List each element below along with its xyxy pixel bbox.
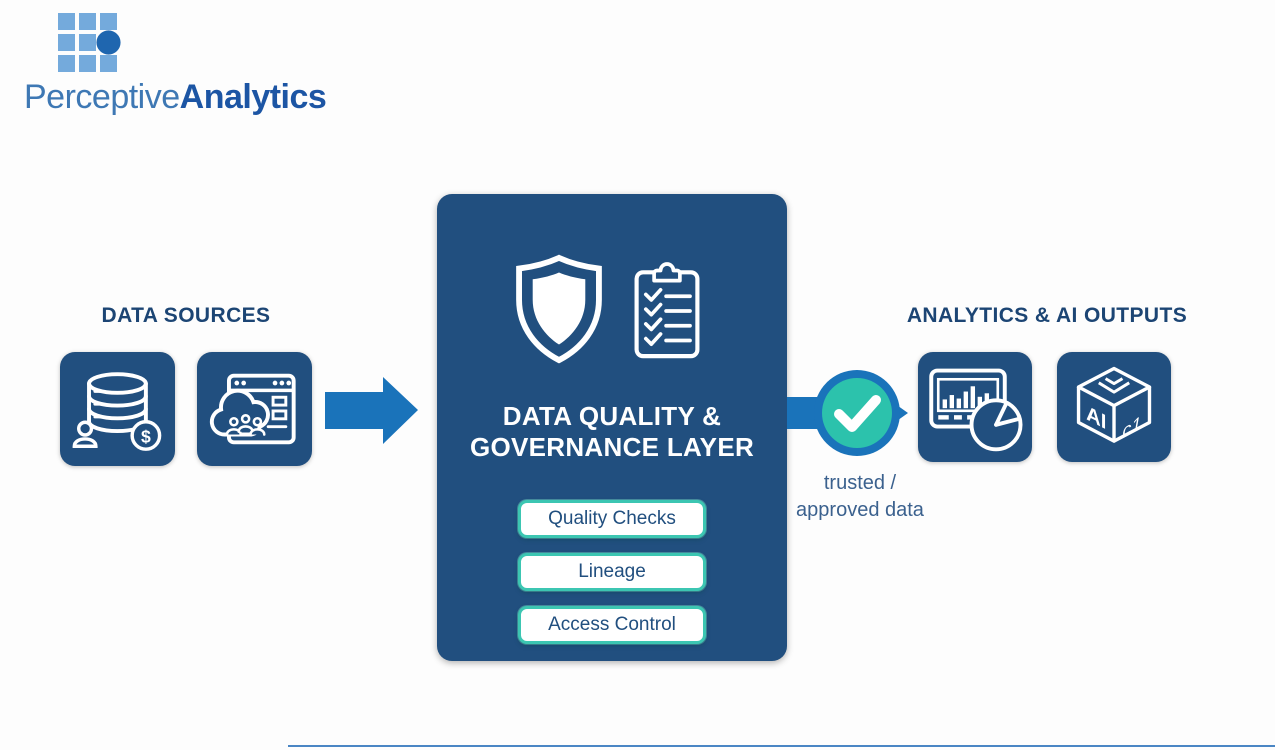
logo-circle [96, 30, 121, 55]
logo-square [58, 55, 75, 72]
quality-checks-button[interactable]: Quality Checks [518, 500, 706, 538]
bottom-divider [288, 745, 1275, 747]
check-circle-icon [813, 369, 901, 457]
dashboard-pie-icon [929, 368, 1023, 451]
lineage-button[interactable]: Lineage [518, 553, 706, 591]
ai-cube-tile: AI c1 [1057, 352, 1171, 462]
data-sources-title: DATA SOURCES [101, 304, 271, 327]
governance-title-line1: DATA QUALITY & [502, 401, 722, 431]
cloud-web-users-icon [209, 373, 296, 445]
web-cloud-users-tile [197, 352, 312, 466]
analytics-outputs-title: ANALYTICS & AI OUTPUTS [906, 304, 1188, 327]
trusted-data-label-line2: approved data [796, 499, 924, 521]
cube-face-c1-label: c1 [1122, 412, 1141, 441]
logo-square [58, 34, 75, 51]
logo-grid-icon [58, 13, 121, 72]
dollar-symbol: $ [141, 426, 151, 446]
logo-square [100, 13, 117, 30]
logo-text-analytics: Analytics [179, 78, 327, 116]
logo-square [58, 13, 75, 30]
logo-wordmark: PerceptiveAnalytics [24, 78, 327, 117]
checklist-clipboard-icon [634, 262, 700, 359]
logo-square [79, 13, 96, 30]
ai-cube-icon: AI c1 [1076, 366, 1152, 443]
logo-text-perceptive: Perceptive [24, 78, 180, 116]
access-control-button[interactable]: Access Control [518, 606, 706, 644]
logo-square [79, 34, 96, 51]
governance-buttons: Quality Checks Lineage Access Control [437, 500, 787, 644]
financial-database-tile: $ [60, 352, 175, 466]
database-icon: $ [72, 372, 162, 451]
governance-title: DATA QUALITY & GOVERNANCE LAYER [437, 401, 787, 463]
trusted-data-label: trusted / approved data [770, 470, 950, 524]
right-arrow-icon [325, 377, 418, 444]
logo-square [100, 55, 117, 72]
shield-icon [516, 254, 602, 364]
governance-layer-box: DATA QUALITY & GOVERNANCE LAYER Quality … [437, 194, 787, 661]
logo-square [79, 55, 96, 72]
cube-face-ai-label: AI [1086, 401, 1106, 434]
trusted-data-label-line1: trusted / [823, 472, 897, 494]
governance-title-line2: GOVERNANCE LAYER [469, 432, 755, 462]
analytics-dashboard-tile [918, 352, 1032, 462]
